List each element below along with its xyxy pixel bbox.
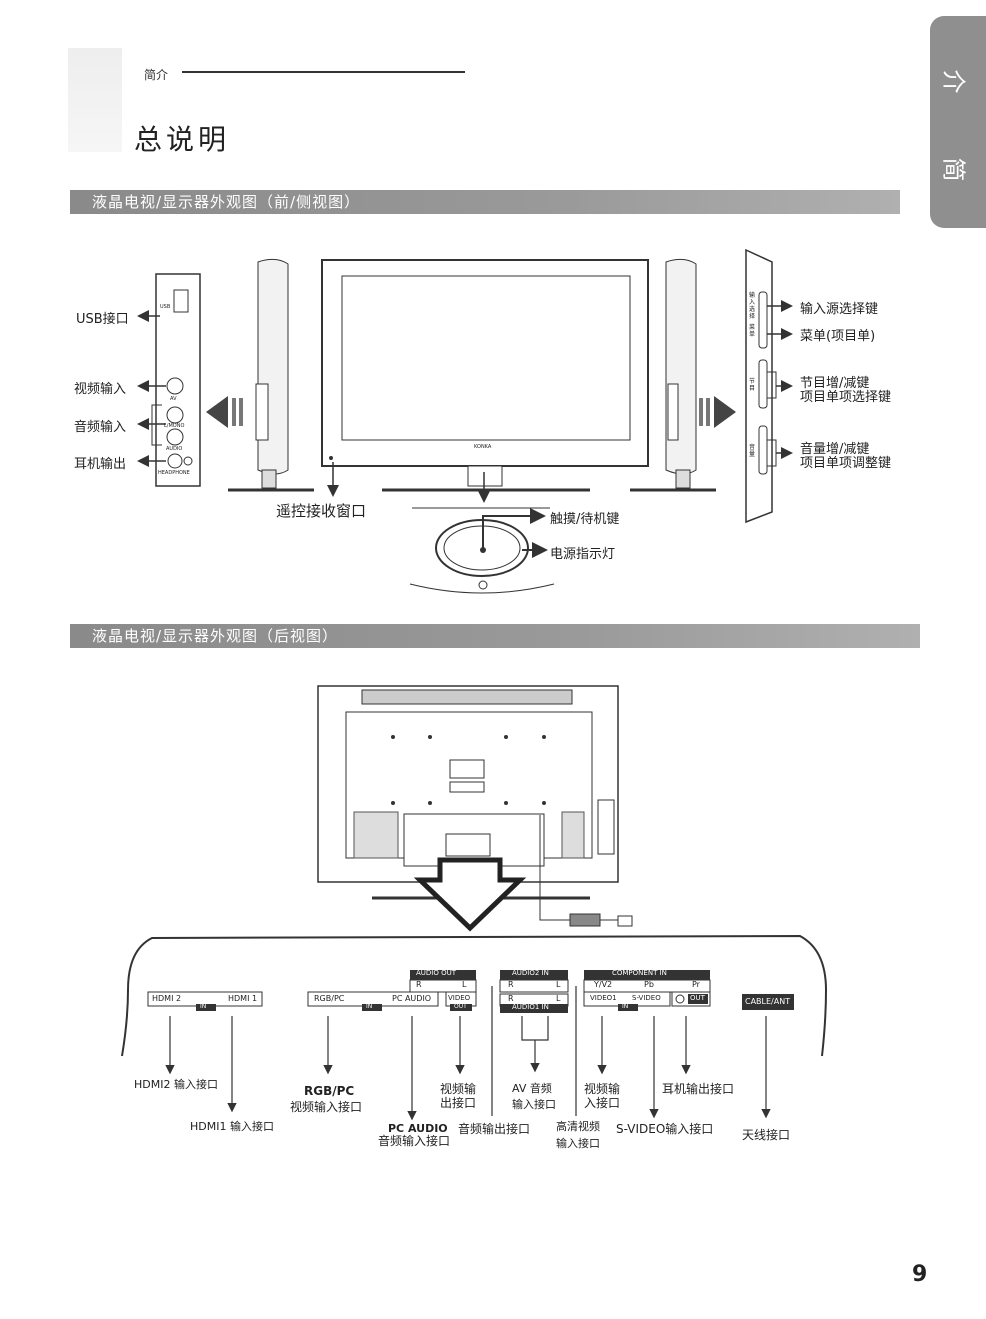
port-pb: Pb xyxy=(644,980,654,989)
channel-tag: 节目 xyxy=(749,378,756,392)
audio-r-jack xyxy=(166,428,184,446)
port-video: VIDEO xyxy=(448,994,471,1002)
down-arrow xyxy=(413,857,527,932)
port-cable-ant: CABLE/ANT xyxy=(745,997,791,1006)
label-video-out-1: 视频输 xyxy=(440,1082,477,1096)
port-video-out: OUT xyxy=(454,1003,467,1010)
label-power: 电源指示灯 xyxy=(550,547,616,562)
label-antenna: 天线接口 xyxy=(742,1128,791,1142)
headphone-tag: HEADPHONE xyxy=(158,470,190,476)
l-mono-jack xyxy=(166,406,184,424)
cable-ant-block xyxy=(742,994,794,1010)
audio-tag: AUDIO xyxy=(166,446,183,452)
label-rgbpc-1: RGB/PC xyxy=(304,1084,355,1098)
audio-bracket xyxy=(151,404,162,446)
menu-tag: 菜单 xyxy=(749,324,756,338)
av-tag: AV xyxy=(170,396,177,402)
port-hdmi1: HDMI 1 xyxy=(228,994,258,1003)
audio2-block xyxy=(499,979,569,993)
port-in-1: IN xyxy=(200,1003,207,1010)
label-av-2: 输入接口 xyxy=(512,1098,556,1111)
left-big-arrow xyxy=(206,396,228,428)
mono-tag: L/MONO xyxy=(164,423,185,429)
label-hd-2: 输入接口 xyxy=(556,1137,600,1150)
page-number: 9 xyxy=(912,1262,928,1287)
headphone-jack xyxy=(167,453,183,469)
right-big-arrow xyxy=(714,396,736,428)
port-headphone-out: OUT xyxy=(690,994,705,1002)
connector-panel-outline xyxy=(121,934,828,1057)
section-rule xyxy=(182,71,465,73)
label-rgbpc-2: 视频输入接口 xyxy=(290,1100,363,1114)
av-jack xyxy=(166,377,184,395)
headphone-symbol xyxy=(183,456,193,466)
label-pcaudio-2: 音频输入接口 xyxy=(378,1134,451,1148)
port-audio2-r: R xyxy=(508,980,514,989)
port-in-3: IN xyxy=(622,1003,629,1010)
port-in-2: IN xyxy=(366,1003,373,1010)
label-menu-key: 菜单(项目单) xyxy=(800,329,876,344)
label-input-key: 输入源选择键 xyxy=(800,302,879,317)
label-pcaudio-1: PC AUDIO xyxy=(388,1122,448,1135)
chapter-tab: 介 简 xyxy=(930,16,986,228)
port-audio2-in: AUDIO2 IN xyxy=(512,969,549,977)
label-av-1: AV 音频 xyxy=(512,1082,552,1095)
page-title: 总说明 xyxy=(134,123,231,156)
port-video1: VIDEO1 xyxy=(590,994,617,1002)
port-audio-out-r: R xyxy=(416,980,422,989)
tv-brand-label: KONKA xyxy=(474,444,492,450)
port-rgbpc: RGB/PC xyxy=(314,994,345,1003)
front-view-bar: 液晶电视/显示器外观图（前/侧视图） xyxy=(70,190,900,214)
port-pr: Pr xyxy=(692,980,700,989)
usb-port xyxy=(173,289,189,313)
label-ch-key-2: 项目单项选择键 xyxy=(800,390,892,405)
label-audio-in: 音频输入 xyxy=(74,420,127,435)
usb-tag: USB xyxy=(160,304,171,310)
audio-out-block xyxy=(409,979,477,993)
label-headphone: 耳机输出 xyxy=(74,457,127,472)
label-touch: 触摸/待机键 xyxy=(550,512,620,527)
label-video-in-2: 入接口 xyxy=(584,1096,621,1110)
port-audio-out-l: L xyxy=(462,980,467,989)
header-decoration xyxy=(68,48,122,152)
label-hdmi1: HDMI1 输入接口 xyxy=(190,1120,274,1133)
port-pcaudio: PC AUDIO xyxy=(392,994,432,1003)
port-hdmi2: HDMI 2 xyxy=(152,994,182,1003)
port-audio2-l: L xyxy=(556,980,561,989)
label-vol-key-2: 项目单项调整键 xyxy=(800,456,892,471)
label-hdmi2: HDMI2 输入接口 xyxy=(134,1078,218,1091)
tv-screen xyxy=(341,275,631,441)
port-audio1-r: R xyxy=(508,994,514,1003)
label-headphone-out: 耳机输出接口 xyxy=(662,1082,735,1096)
label-usb: USB接口 xyxy=(76,312,129,327)
port-audio-out: AUDIO OUT xyxy=(416,969,457,977)
label-ch-key-1: 节目增/减键 xyxy=(800,376,870,391)
port-component-in: COMPONENT IN xyxy=(612,969,667,977)
port-audio1-l: L xyxy=(556,994,561,1003)
label-video-in: 视频输入 xyxy=(74,382,127,397)
volume-tag: 音量 xyxy=(749,444,756,458)
label-svideo: S-VIDEO输入接口 xyxy=(616,1122,714,1136)
label-hd-1: 高清视频 xyxy=(556,1120,600,1133)
label-video-in-1: 视频输 xyxy=(584,1082,621,1096)
port-svideo: S-VIDEO xyxy=(632,994,661,1002)
label-audio-out: 音频输出接口 xyxy=(458,1122,531,1136)
section-label: 简介 xyxy=(144,68,169,82)
port-yv2: Y/V2 xyxy=(594,980,613,989)
label-video-out-2: 出接口 xyxy=(440,1096,477,1110)
input-select-tag: 输入选择 xyxy=(749,292,756,320)
rear-view-bar: 液晶电视/显示器外观图（后视图） xyxy=(70,624,920,648)
label-remote: 遥控接收窗口 xyxy=(276,502,367,520)
port-audio1-in: AUDIO1 IN xyxy=(512,1003,549,1011)
label-vol-key-1: 音量增/减键 xyxy=(800,442,870,457)
